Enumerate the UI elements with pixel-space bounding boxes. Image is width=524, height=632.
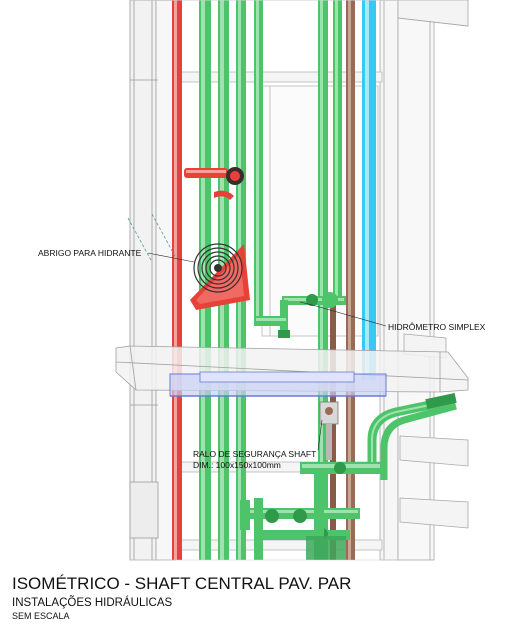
drawing-subtitle: INSTALAÇÕES HIDRÁULICAS — [12, 597, 173, 609]
lower-water-network — [240, 392, 457, 560]
slab-opening — [169, 371, 387, 397]
cyan-pipe-vertical — [362, 0, 376, 380]
hydrant-cabinet-icon — [190, 243, 250, 310]
fire-pipe-vertical — [172, 0, 182, 560]
label-safety-drain-dimensions: DIM.: 100x150x100mm — [193, 460, 281, 470]
section-marks — [127, 213, 177, 263]
label-hydrometer: HIDRÔMETRO SIMPLEX — [388, 322, 486, 332]
label-safety-drain: RALO DE SEGURANÇA SHAFT — [193, 449, 317, 459]
drawing-title: ISOMÉTRICO - SHAFT CENTRAL PAV. PAR — [12, 574, 352, 593]
label-hydrant-cabinet: ABRIGO PARA HIDRANTE — [38, 248, 142, 258]
hidrante-leader — [147, 252, 195, 263]
hidrometro-leader — [299, 301, 387, 327]
fire-hose-connection — [184, 167, 244, 200]
ralo-leader — [317, 419, 323, 451]
drain-pipes-vertical — [330, 0, 355, 560]
hydrometer-assembly — [254, 292, 346, 338]
safety-drain — [319, 401, 339, 460]
drawing-scale-note: SEM ESCALA — [12, 611, 70, 621]
shaft-structure-left — [129, 0, 177, 561]
shaft-structure-right — [379, 0, 469, 561]
guide-lines — [130, 0, 398, 561]
